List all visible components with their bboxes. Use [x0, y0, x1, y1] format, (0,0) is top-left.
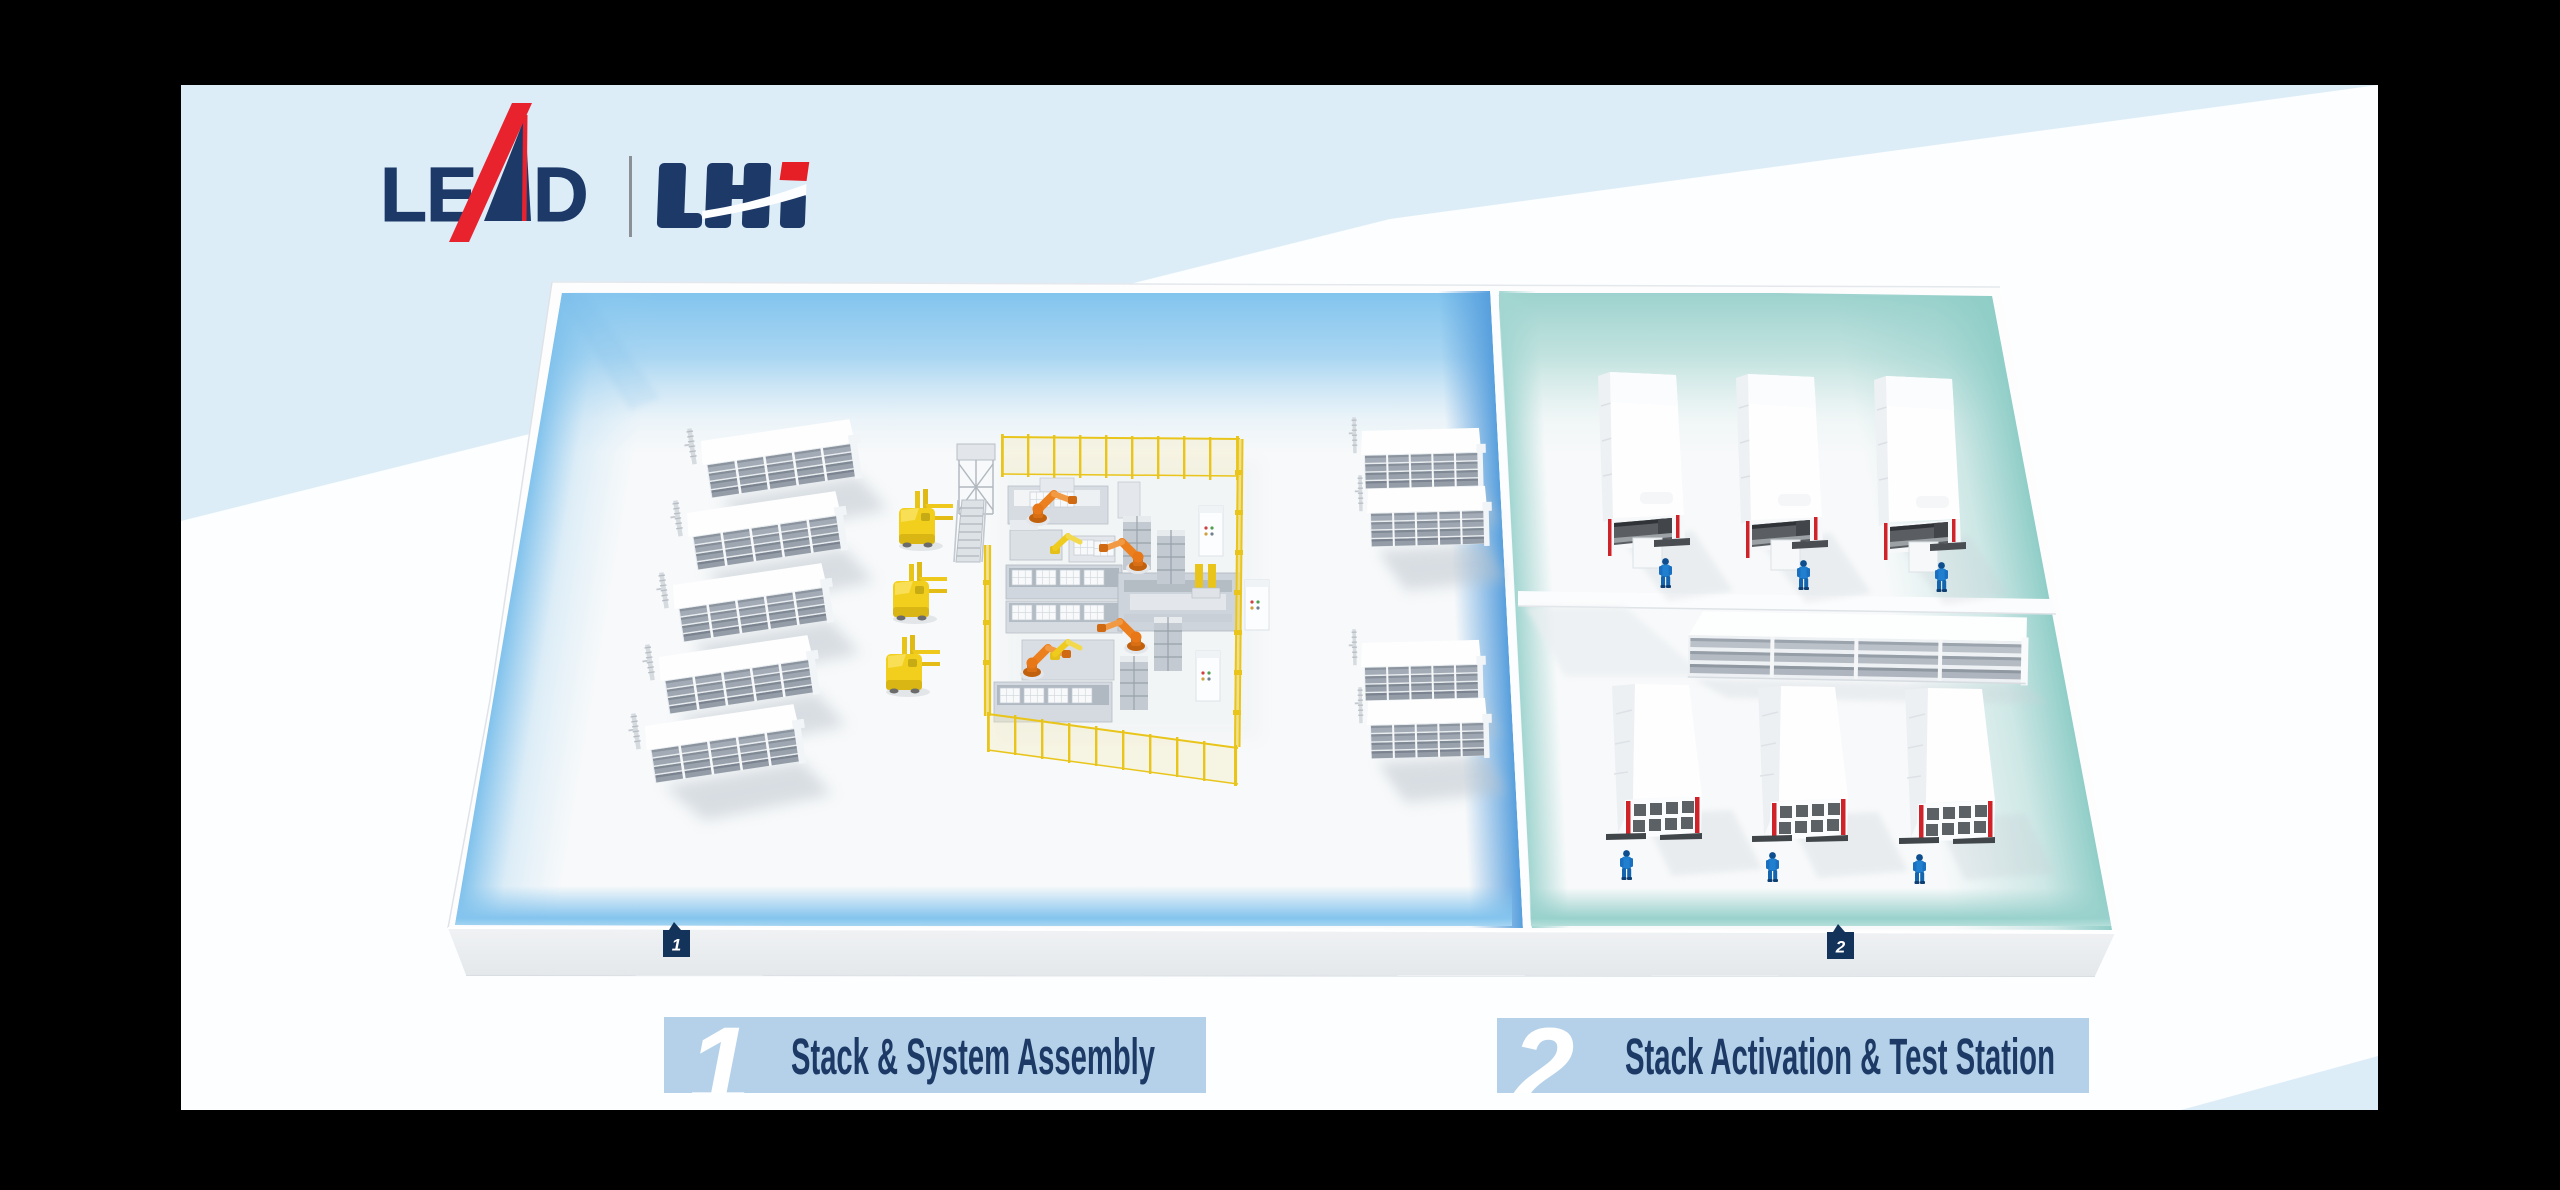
svg-text:Stack & System Assembly: Stack & System Assembly: [791, 1028, 1155, 1085]
svg-text:1: 1: [688, 1004, 750, 1129]
svg-text:D: D: [533, 152, 589, 238]
svg-text:2: 2: [1510, 1005, 1574, 1130]
svg-text:1: 1: [672, 936, 681, 955]
svg-text:Stack Activation & Test Statio: Stack Activation & Test Station: [1625, 1028, 2055, 1085]
svg-text:2: 2: [1835, 938, 1846, 957]
svg-text:LE: LE: [380, 152, 476, 238]
